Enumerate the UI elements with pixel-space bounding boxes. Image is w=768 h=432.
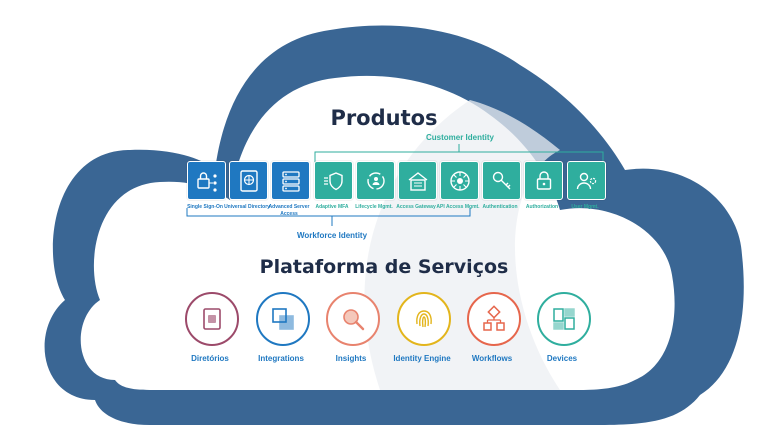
service-insights[interactable] [326,292,380,346]
service-label-diretorios: Diretórios [191,354,229,363]
lifecycle-icon [366,171,385,190]
product-label-authorization: Authorization [525,204,559,210]
authentication-icon [492,171,510,189]
service-label-workflows: Workflows [471,354,513,363]
product-label-access-gateway: Access Gateway [396,204,436,210]
product-lifecycle-mgmt[interactable] [356,161,395,200]
service-devices[interactable] [537,292,591,346]
server-access-icon [281,170,300,192]
service-integrations[interactable] [256,292,310,346]
single-sign-on-icon [196,171,217,192]
workflows-icon [483,305,505,331]
workforce-identity-bracket [186,208,471,217]
product-label-lifecycle-mgmt: Lifecycle Mgmt. [355,204,393,210]
product-label-advanced-server-access: Advanced Server Access [268,204,310,217]
universal-directory-icon [239,169,258,192]
customer-identity-label: Customer Identity [425,133,494,142]
directory-icon [203,308,221,330]
service-identity-engine[interactable] [397,292,451,346]
service-label-insights: Insights [335,354,367,363]
product-access-gateway[interactable] [398,161,437,200]
service-label-identity-engine: Identity Engine [393,354,451,363]
product-label-adaptive-mfa: Adaptive MFA [315,204,349,210]
api-access-icon [449,170,470,191]
authorization-icon [536,170,551,190]
group-brackets [186,144,604,226]
fingerprint-icon [416,310,432,328]
service-label-devices: Devices [546,354,578,363]
service-workflows[interactable] [467,292,521,346]
workforce-identity-label: Workforce Identity [296,231,368,240]
integrations-icon [272,308,294,330]
user-mgmt-icon [576,172,596,189]
product-label-user-mgmt: User Mgmt. [571,204,599,210]
product-label-api-access-mgmt: API Access Mgmt. [436,204,480,210]
products-title: Produtos [330,106,438,130]
adaptive-mfa-icon [323,171,343,190]
product-advanced-server-access[interactable] [271,161,310,200]
insights-icon [343,309,365,331]
product-single-sign-on[interactable] [187,161,226,200]
access-gateway-icon [408,171,427,191]
service-label-integrations: Integrations [258,354,304,363]
product-label-authentication: Authentication [482,204,518,210]
product-user-mgmt[interactable] [567,161,606,200]
product-adaptive-mfa[interactable] [314,161,353,200]
platform-title: Plataforma de Serviços [259,256,509,278]
product-authorization[interactable] [524,161,563,200]
product-api-access-mgmt[interactable] [440,161,479,200]
product-label-universal-directory: Universal Directory [224,204,270,210]
product-universal-directory[interactable] [229,161,268,200]
product-label-single-sign-on: Single Sign-On [187,204,223,210]
service-diretorios[interactable] [185,292,239,346]
devices-icon [553,308,575,330]
product-authentication[interactable] [482,161,521,200]
